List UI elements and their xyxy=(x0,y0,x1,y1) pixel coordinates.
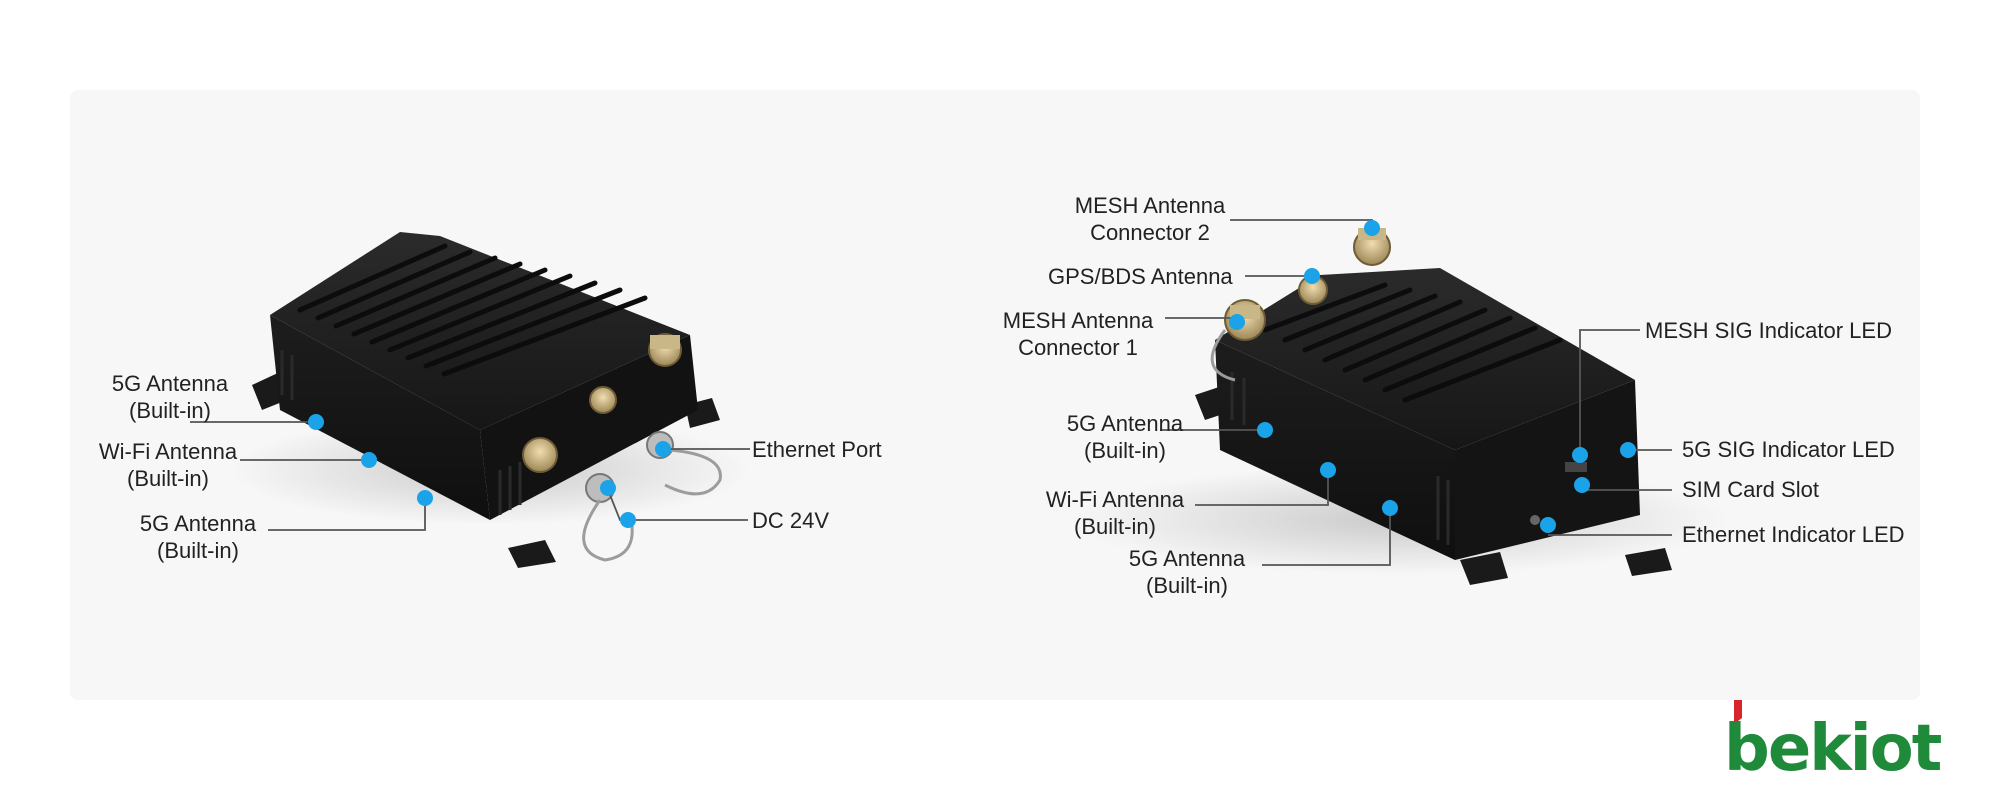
label-gps-bds: GPS/BDS Antenna xyxy=(1048,264,1233,289)
label-5g-sig-led: 5G SIG Indicator LED xyxy=(1682,437,1895,462)
label-ethernet-port: Ethernet Port xyxy=(752,437,882,462)
label-mesh-sig-led: MESH SIG Indicator LED xyxy=(1645,318,1892,343)
label-dc-24v: DC 24V xyxy=(752,508,830,533)
callout-dot xyxy=(1364,220,1380,236)
callout-dot xyxy=(600,480,616,496)
callout-dot xyxy=(620,512,636,528)
label-left-wifi: Wi-Fi Antenna (Built-in) xyxy=(98,439,238,491)
callout-dot xyxy=(1572,447,1588,463)
label-mesh-connector-1: MESH Antenna Connector 1 xyxy=(1002,308,1154,360)
callout-dot xyxy=(655,441,671,457)
label-ethernet-led: Ethernet Indicator LED xyxy=(1682,522,1905,547)
bekiot-logo: bekiot xyxy=(1720,700,1960,786)
callout-dots xyxy=(308,220,1636,533)
callout-dot xyxy=(361,452,377,468)
callout-dot xyxy=(417,490,433,506)
label-sim-card-slot: SIM Card Slot xyxy=(1682,477,1819,502)
callout-dot xyxy=(1304,268,1320,284)
bekiot-logo-mark: bekiot xyxy=(1724,700,1944,786)
label-right-5g-bottom: 5G Antenna (Built-in) xyxy=(1128,546,1246,598)
callout-dot xyxy=(1257,422,1273,438)
callout-dot xyxy=(1320,462,1336,478)
callout-dot xyxy=(1620,442,1636,458)
label-left-5g-top: 5G Antenna (Built-in) xyxy=(111,371,229,423)
callout-dot xyxy=(1540,517,1556,533)
right-device xyxy=(1070,228,1730,585)
label-mesh-connector-2: MESH Antenna Connector 2 xyxy=(1074,193,1226,245)
left-device xyxy=(230,232,750,568)
label-right-wifi: Wi-Fi Antenna (Built-in) xyxy=(1045,487,1185,539)
label-right-5g-top: 5G Antenna (Built-in) xyxy=(1066,411,1184,463)
callout-dot xyxy=(1382,500,1398,516)
callout-dot xyxy=(1574,477,1590,493)
label-left-5g-bottom: 5G Antenna (Built-in) xyxy=(139,511,257,563)
callout-dot xyxy=(308,414,324,430)
callout-dot xyxy=(1229,314,1245,330)
svg-text:bekiot: bekiot xyxy=(1724,712,1942,780)
